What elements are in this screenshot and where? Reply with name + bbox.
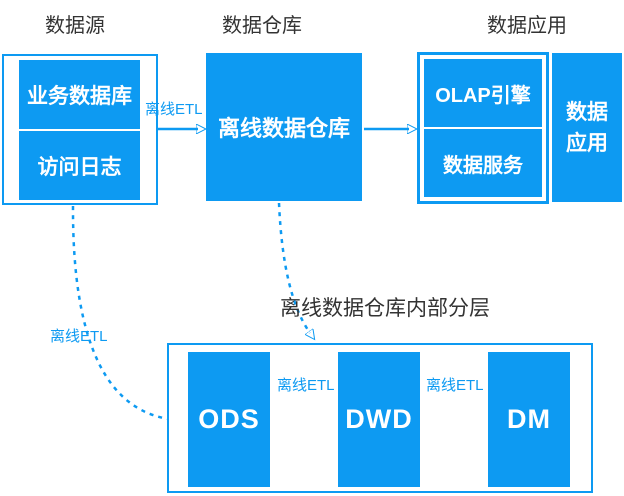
serving-group-container: OLAP引擎 数据服务 [417, 52, 549, 204]
node-offline-warehouse: 离线数据仓库 [206, 53, 362, 201]
title-data-warehouse: 数据仓库 [222, 15, 302, 37]
dashed-arrow-source-to-ods [71, 205, 178, 420]
node-data-application: 数据 应用 [552, 53, 622, 202]
node-access-logs: 访问日志 [37, 155, 122, 179]
title-data-source: 数据源 [45, 15, 105, 37]
serving-group-stack: OLAP引擎 数据服务 [424, 59, 542, 197]
dwd-label: DWD [345, 404, 413, 434]
data-application-line2: 应用 [566, 131, 608, 155]
edge-label-source-to-ods: 离线ETL [50, 328, 108, 345]
edge-label-ods-to-dwd: 离线ETL [277, 377, 335, 394]
data-application-line1: 数据 [566, 100, 608, 124]
node-ods: ODS [188, 352, 270, 487]
edge-label-dwd-to-dm: 离线ETL [426, 377, 484, 394]
offline-warehouse-label: 离线数据仓库 [217, 116, 350, 141]
node-data-service: 数据服务 [443, 154, 523, 177]
ods-label: ODS [198, 404, 260, 434]
source-group-container: 业务数据库 访问日志 [2, 54, 158, 205]
source-group-stack: 业务数据库 访问日志 [19, 60, 140, 200]
node-business-database: 业务数据库 [19, 60, 140, 131]
node-olap-engine: OLAP引擎 [424, 59, 542, 129]
edge-label-source-to-warehouse: 离线ETL [145, 101, 203, 118]
title-data-application: 数据应用 [487, 15, 567, 37]
layers-container: ODS DWD DM [167, 343, 593, 493]
node-dwd: DWD [338, 352, 420, 487]
title-layers-section: 离线数据仓库内部分层 [280, 297, 490, 320]
node-dm: DM [488, 352, 570, 487]
dm-label: DM [507, 404, 551, 434]
